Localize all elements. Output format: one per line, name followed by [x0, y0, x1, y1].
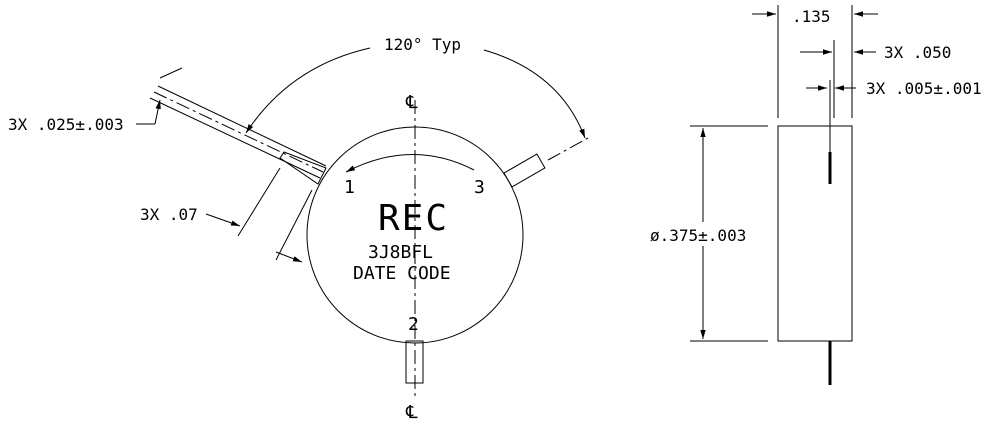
- pin-label-3: 3: [474, 177, 485, 198]
- centerline-symbol-bottom: ℄: [405, 402, 418, 423]
- pin-label-2: 2: [408, 314, 419, 335]
- lead-pin-1: [149, 85, 327, 185]
- thickness-label: .135: [792, 7, 831, 26]
- lead-length-extension: [275, 189, 313, 261]
- lead-diameter-label: 3X .025±.003: [8, 115, 124, 134]
- lead-length-leader: [205, 213, 241, 227]
- side-view: .135 3X .050 3X .005±.001 ø.375±.003: [650, 5, 982, 385]
- lead-offset-label: 3X .005±.001: [866, 79, 982, 98]
- lead-length-extension-2: [237, 167, 281, 237]
- angle-arc-left: [245, 47, 371, 134]
- angle-label: 120° Typ: [384, 35, 461, 54]
- angle-arc-right: [483, 49, 586, 139]
- pin-label-1: 1: [344, 177, 355, 198]
- centerline-symbol-top: ℄: [405, 92, 418, 113]
- diameter-label: ø.375±.003: [650, 226, 746, 245]
- marking-part-number: 3J8BFL: [368, 242, 433, 263]
- lead-length-dim-arrow: [275, 251, 303, 263]
- top-view: ℄ ℄ 3X .07 3X .025±.003 120° Typ: [8, 35, 589, 423]
- lead-pin-3: [503, 153, 546, 188]
- lead-pin-2: [405, 340, 424, 384]
- lead-pin-3-centerline: [547, 137, 589, 161]
- marking-brand: REC: [378, 198, 449, 239]
- lead-spacing-label: 3X .050: [884, 43, 951, 62]
- lead-diameter-ext: [159, 67, 183, 79]
- side-body-outline: [777, 125, 853, 342]
- lead-length-label: 3X .07: [140, 205, 198, 224]
- lead-diameter-leader-2: [154, 99, 161, 125]
- pin-rotation-arc: [345, 154, 475, 173]
- marking-date-code: DATE CODE: [353, 263, 451, 284]
